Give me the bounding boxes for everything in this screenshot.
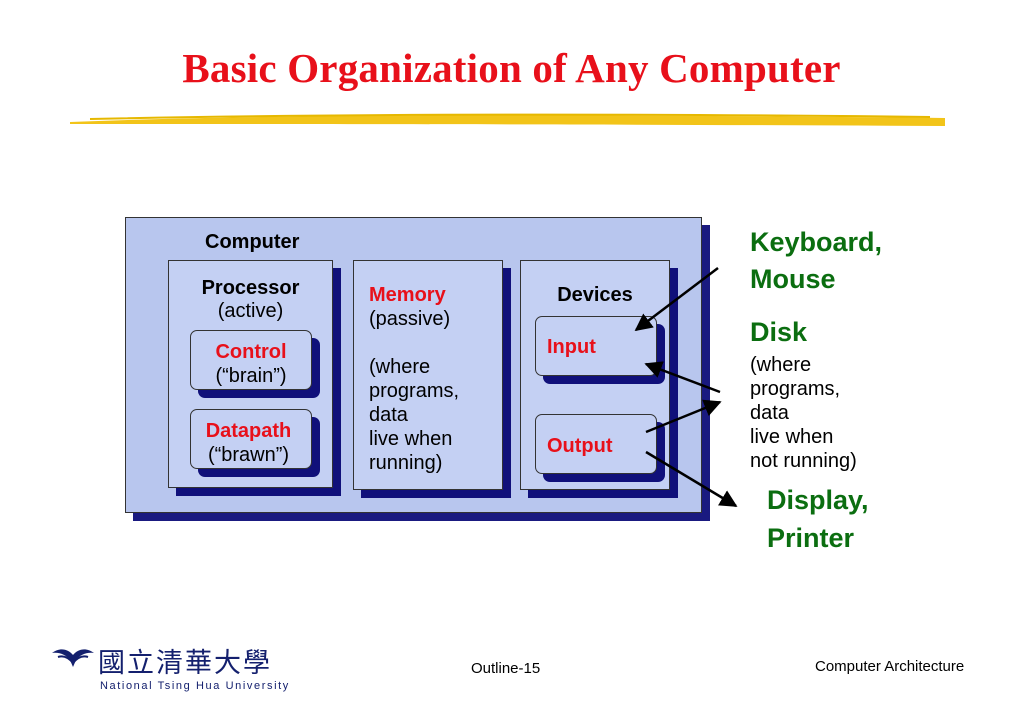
memory-line: live when: [369, 428, 453, 450]
control-box: [190, 330, 312, 390]
university-name-en: National Tsing Hua University: [100, 680, 290, 692]
datapath-label: Datapath: [205, 420, 292, 442]
datapath-sublabel: (“brawn”): [207, 444, 290, 466]
computer-label: Computer: [205, 231, 300, 253]
output-box: [535, 414, 657, 474]
disk-note-line: (where: [750, 354, 812, 376]
disk-label: Disk: [750, 317, 808, 347]
mouse-label: Mouse: [750, 264, 836, 294]
control-sublabel: (“brain”): [215, 365, 287, 387]
display-label: Display,: [767, 485, 869, 515]
disk-note-line: live when: [750, 426, 834, 448]
course-name: Computer Architecture: [815, 658, 965, 675]
page-number: Outline-15: [471, 660, 541, 677]
input-label: Input: [547, 336, 596, 358]
devices-label: Devices: [557, 284, 633, 306]
disk-note-line: not running): [750, 450, 857, 472]
output-label: Output: [547, 435, 613, 457]
output-disk-arrow: [645, 399, 722, 434]
memory-line: data: [369, 404, 408, 426]
memory-line: (where: [369, 356, 431, 378]
control-label: Control: [215, 341, 287, 363]
output-display-arrow: [645, 450, 738, 508]
processor-label: Processor: [201, 277, 300, 299]
memory-line: (passive): [369, 308, 451, 330]
disk-input-arrow: [644, 361, 721, 394]
datapath-box: [190, 409, 312, 469]
memory-line: running): [369, 452, 443, 474]
processor-sublabel: (active): [217, 300, 284, 322]
university-emblem-icon: [52, 649, 94, 667]
keyboard-to-input-arrow: [634, 267, 719, 332]
keyboard-label: Keyboard,: [750, 227, 883, 257]
page-title: Basic Organization of Any Computer: [182, 45, 841, 91]
title-underline: [70, 113, 945, 126]
memory-box: [353, 260, 503, 490]
printer-label: Printer: [767, 523, 855, 553]
disk-note-line: programs,: [750, 378, 841, 400]
memory-line: programs,: [369, 380, 460, 402]
university-name-cn: 國立清華大學: [98, 648, 272, 679]
disk-note-line: data: [750, 402, 789, 424]
memory-label: Memory: [369, 284, 446, 306]
